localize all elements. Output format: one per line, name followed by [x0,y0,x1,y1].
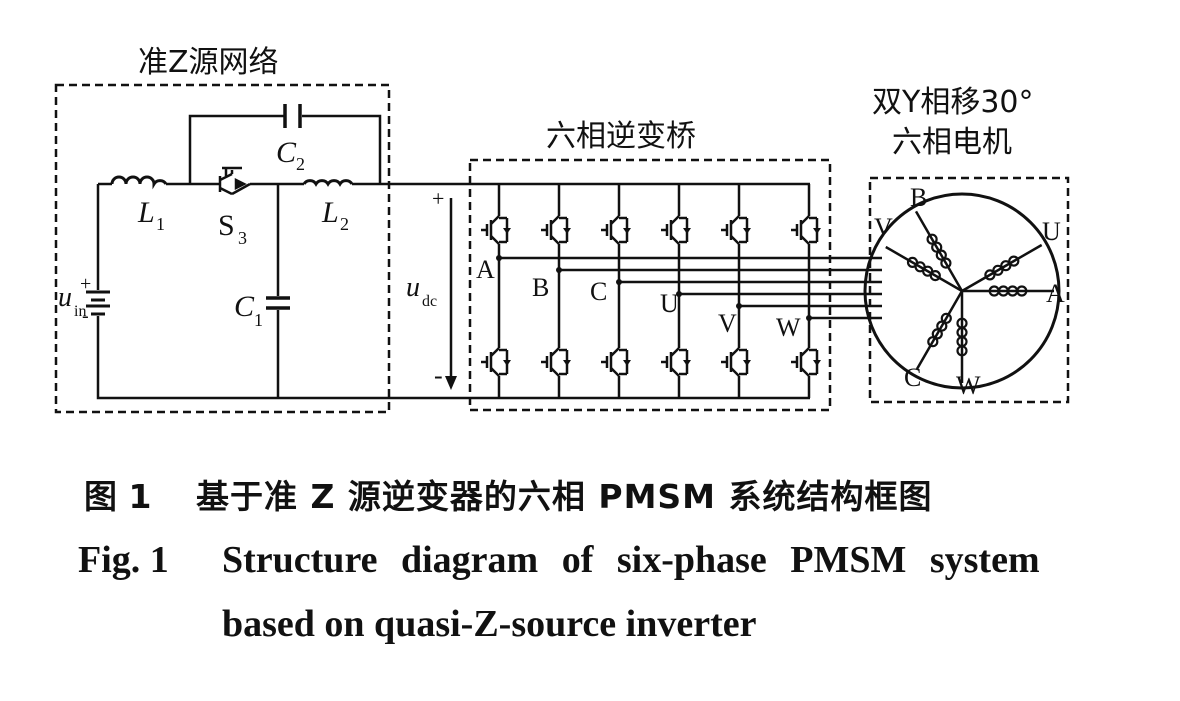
udc-sub: dc [422,293,437,310]
inverter-title: 六相逆变桥 [546,119,696,154]
motor-label-b: B [910,183,927,212]
motor-box [868,176,1070,404]
caption-cn-text: 基于准 Z 源逆变器的六相 PMSM 系统结构框图 [196,477,933,516]
uin-sub: in [74,303,86,320]
winding-u [961,243,1043,293]
phase-node-3 [616,279,622,285]
battery-symbol [86,290,110,316]
caption-en-text-1: Structure diagram of six-phase PMSM syst… [222,539,1040,581]
capacitor-c1 [266,296,290,310]
winding-a [962,285,1054,297]
caption-en-text-2: based on quasi-Z-source inverter [222,603,757,645]
inverter-leg-4 [661,184,882,398]
inverter-leg-5 [721,184,882,398]
phase-node-5 [736,303,742,309]
motor-title-2: 六相电机 [892,125,1012,160]
winding-w [956,291,968,383]
motor-label-w: W [956,371,981,400]
capacitor-c2 [283,104,302,128]
c1-sub: 1 [254,310,263,330]
phase-node-1 [496,255,502,261]
c1-label: C [234,290,255,323]
igbt-upper-3 [601,206,631,254]
igbt-upper-6 [791,206,821,254]
inverter-leg-3 [601,184,882,398]
igbt-upper-2 [541,206,571,254]
l1-label: L [137,196,155,229]
phase-node-4 [676,291,682,297]
motor-label-c: C [904,363,921,392]
phase-node-2 [556,267,562,273]
qz-network-box [54,83,391,414]
inductor-l1 [110,175,168,190]
inverter-leg-2 [541,184,882,398]
udc-label: u [406,272,420,303]
motor-circle [863,192,1061,390]
battery-plus: + [80,273,91,295]
igbt-lower-2 [541,338,571,386]
winding-v [885,245,963,293]
l2-label: L [321,196,339,229]
phase-node-6 [806,315,812,321]
udc-plus: + [432,186,444,211]
inverter-box [468,158,832,412]
l1-sub: 1 [156,214,165,234]
s3-sub: 3 [238,228,247,248]
inverter-leg-6 [791,184,882,398]
motor-title-1: 双Y相移30° [872,85,1034,120]
inverter-legs [481,184,882,398]
inductor-l2 [302,179,354,187]
winding-b [914,210,964,292]
qz-wires [96,114,470,400]
phase-v-label: V [718,309,737,338]
udc-minus: - [434,361,443,390]
l2-sub: 2 [340,214,349,234]
phase-c-label: C [590,277,607,306]
igbt-lower-3 [601,338,631,386]
c2-label: C [276,136,297,169]
igbt-lower-5 [721,338,751,386]
battery-minus: - [82,305,89,327]
c2-sub: 2 [296,154,305,174]
uin-label: u [58,282,72,313]
igbt-lower-1 [481,338,511,386]
igbt-upper-1 [481,206,511,254]
caption-en-number: Fig. 1 [78,539,169,581]
caption-cn-number: 图 1 [84,477,152,516]
motor-label-v: V [874,213,893,242]
phase-a-label: A [476,255,495,284]
qz-network-title: 准Z源网络 [138,45,279,80]
udc-arrow-head [445,376,457,390]
inverter-rails [470,182,810,400]
phase-b-label: B [532,273,549,302]
s3-label: S [218,209,235,242]
motor-label-a: A [1046,279,1065,308]
igbt-lower-6 [791,338,821,386]
igbt-upper-4 [661,206,691,254]
circuit-diagram: 准Z源网络 + - u in L 1 L 2 [54,45,1070,414]
winding-c [915,290,964,370]
phase-w-label: W [776,313,801,342]
motor-label-u: U [1042,217,1061,246]
motor-windings [885,210,1054,383]
igbt-upper-5 [721,206,751,254]
inverter-leg-1 [481,184,882,398]
phase-u-label: U [660,289,679,318]
switch-s3 [215,166,251,196]
igbt-lower-4 [661,338,691,386]
